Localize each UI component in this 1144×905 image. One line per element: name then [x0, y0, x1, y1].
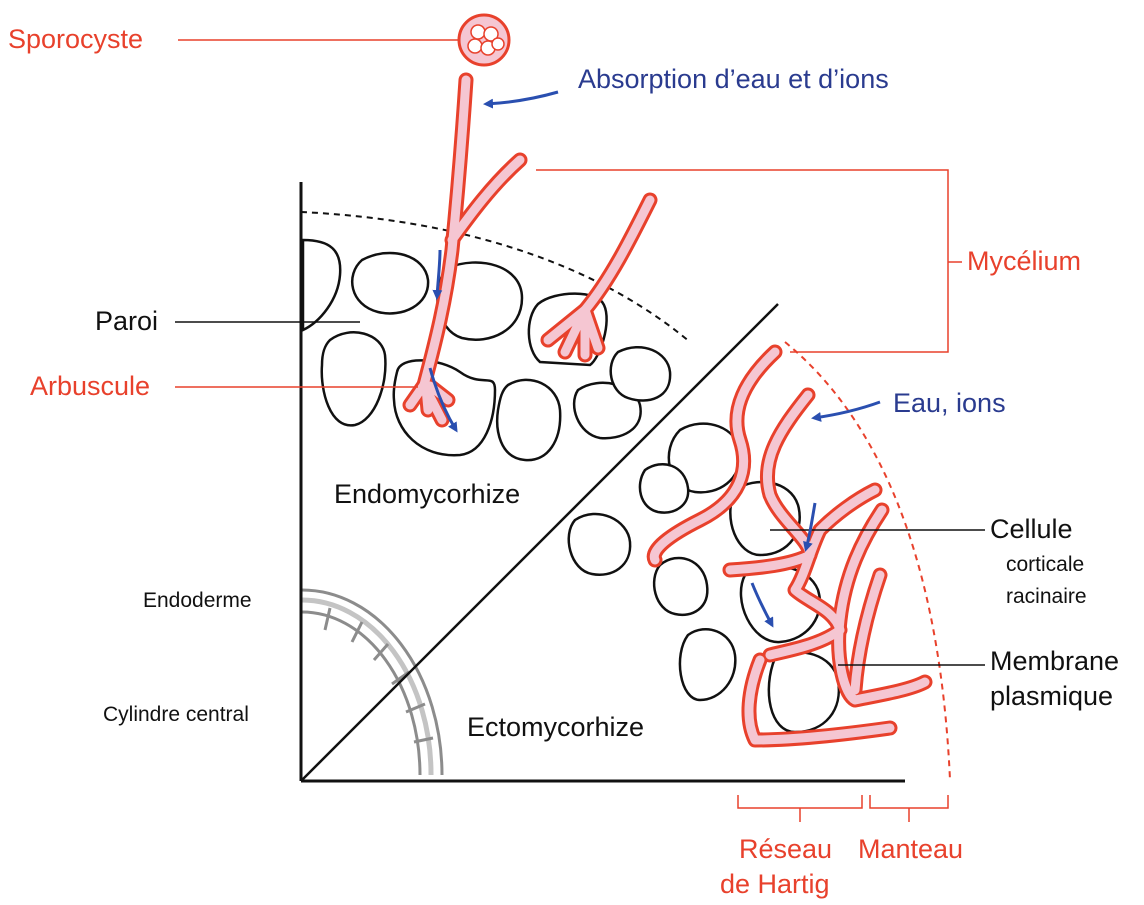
- label-racinaire: racinaire: [1006, 585, 1087, 608]
- label-absorption: Absorption d’eau et d’ions: [578, 65, 889, 95]
- label-mycelium: Mycélium: [967, 247, 1081, 277]
- label-eau-ions: Eau, ions: [893, 389, 1006, 419]
- label-endomycorhize: Endomycorhize: [334, 480, 520, 510]
- label-membrane: Membrane: [990, 647, 1119, 677]
- label-cylindre-central: Cylindre central: [103, 703, 249, 726]
- label-cellule: Cellule: [990, 515, 1073, 545]
- label-reseau-line1: Réseau: [739, 835, 832, 865]
- label-ectomycorhize: Ectomycorhize: [467, 713, 644, 743]
- label-plasmique: plasmique: [990, 682, 1113, 712]
- label-manteau: Manteau: [858, 835, 963, 865]
- label-corticale: corticale: [1006, 553, 1084, 576]
- label-endoderme: Endoderme: [143, 589, 252, 612]
- label-sporocyste: Sporocyste: [8, 25, 143, 55]
- endoderm-ring: [302, 590, 442, 775]
- label-reseau-line2: de Hartig: [720, 870, 830, 900]
- label-paroi: Paroi: [95, 307, 158, 337]
- label-arbuscule: Arbuscule: [30, 372, 150, 402]
- sporocyst: [459, 15, 509, 65]
